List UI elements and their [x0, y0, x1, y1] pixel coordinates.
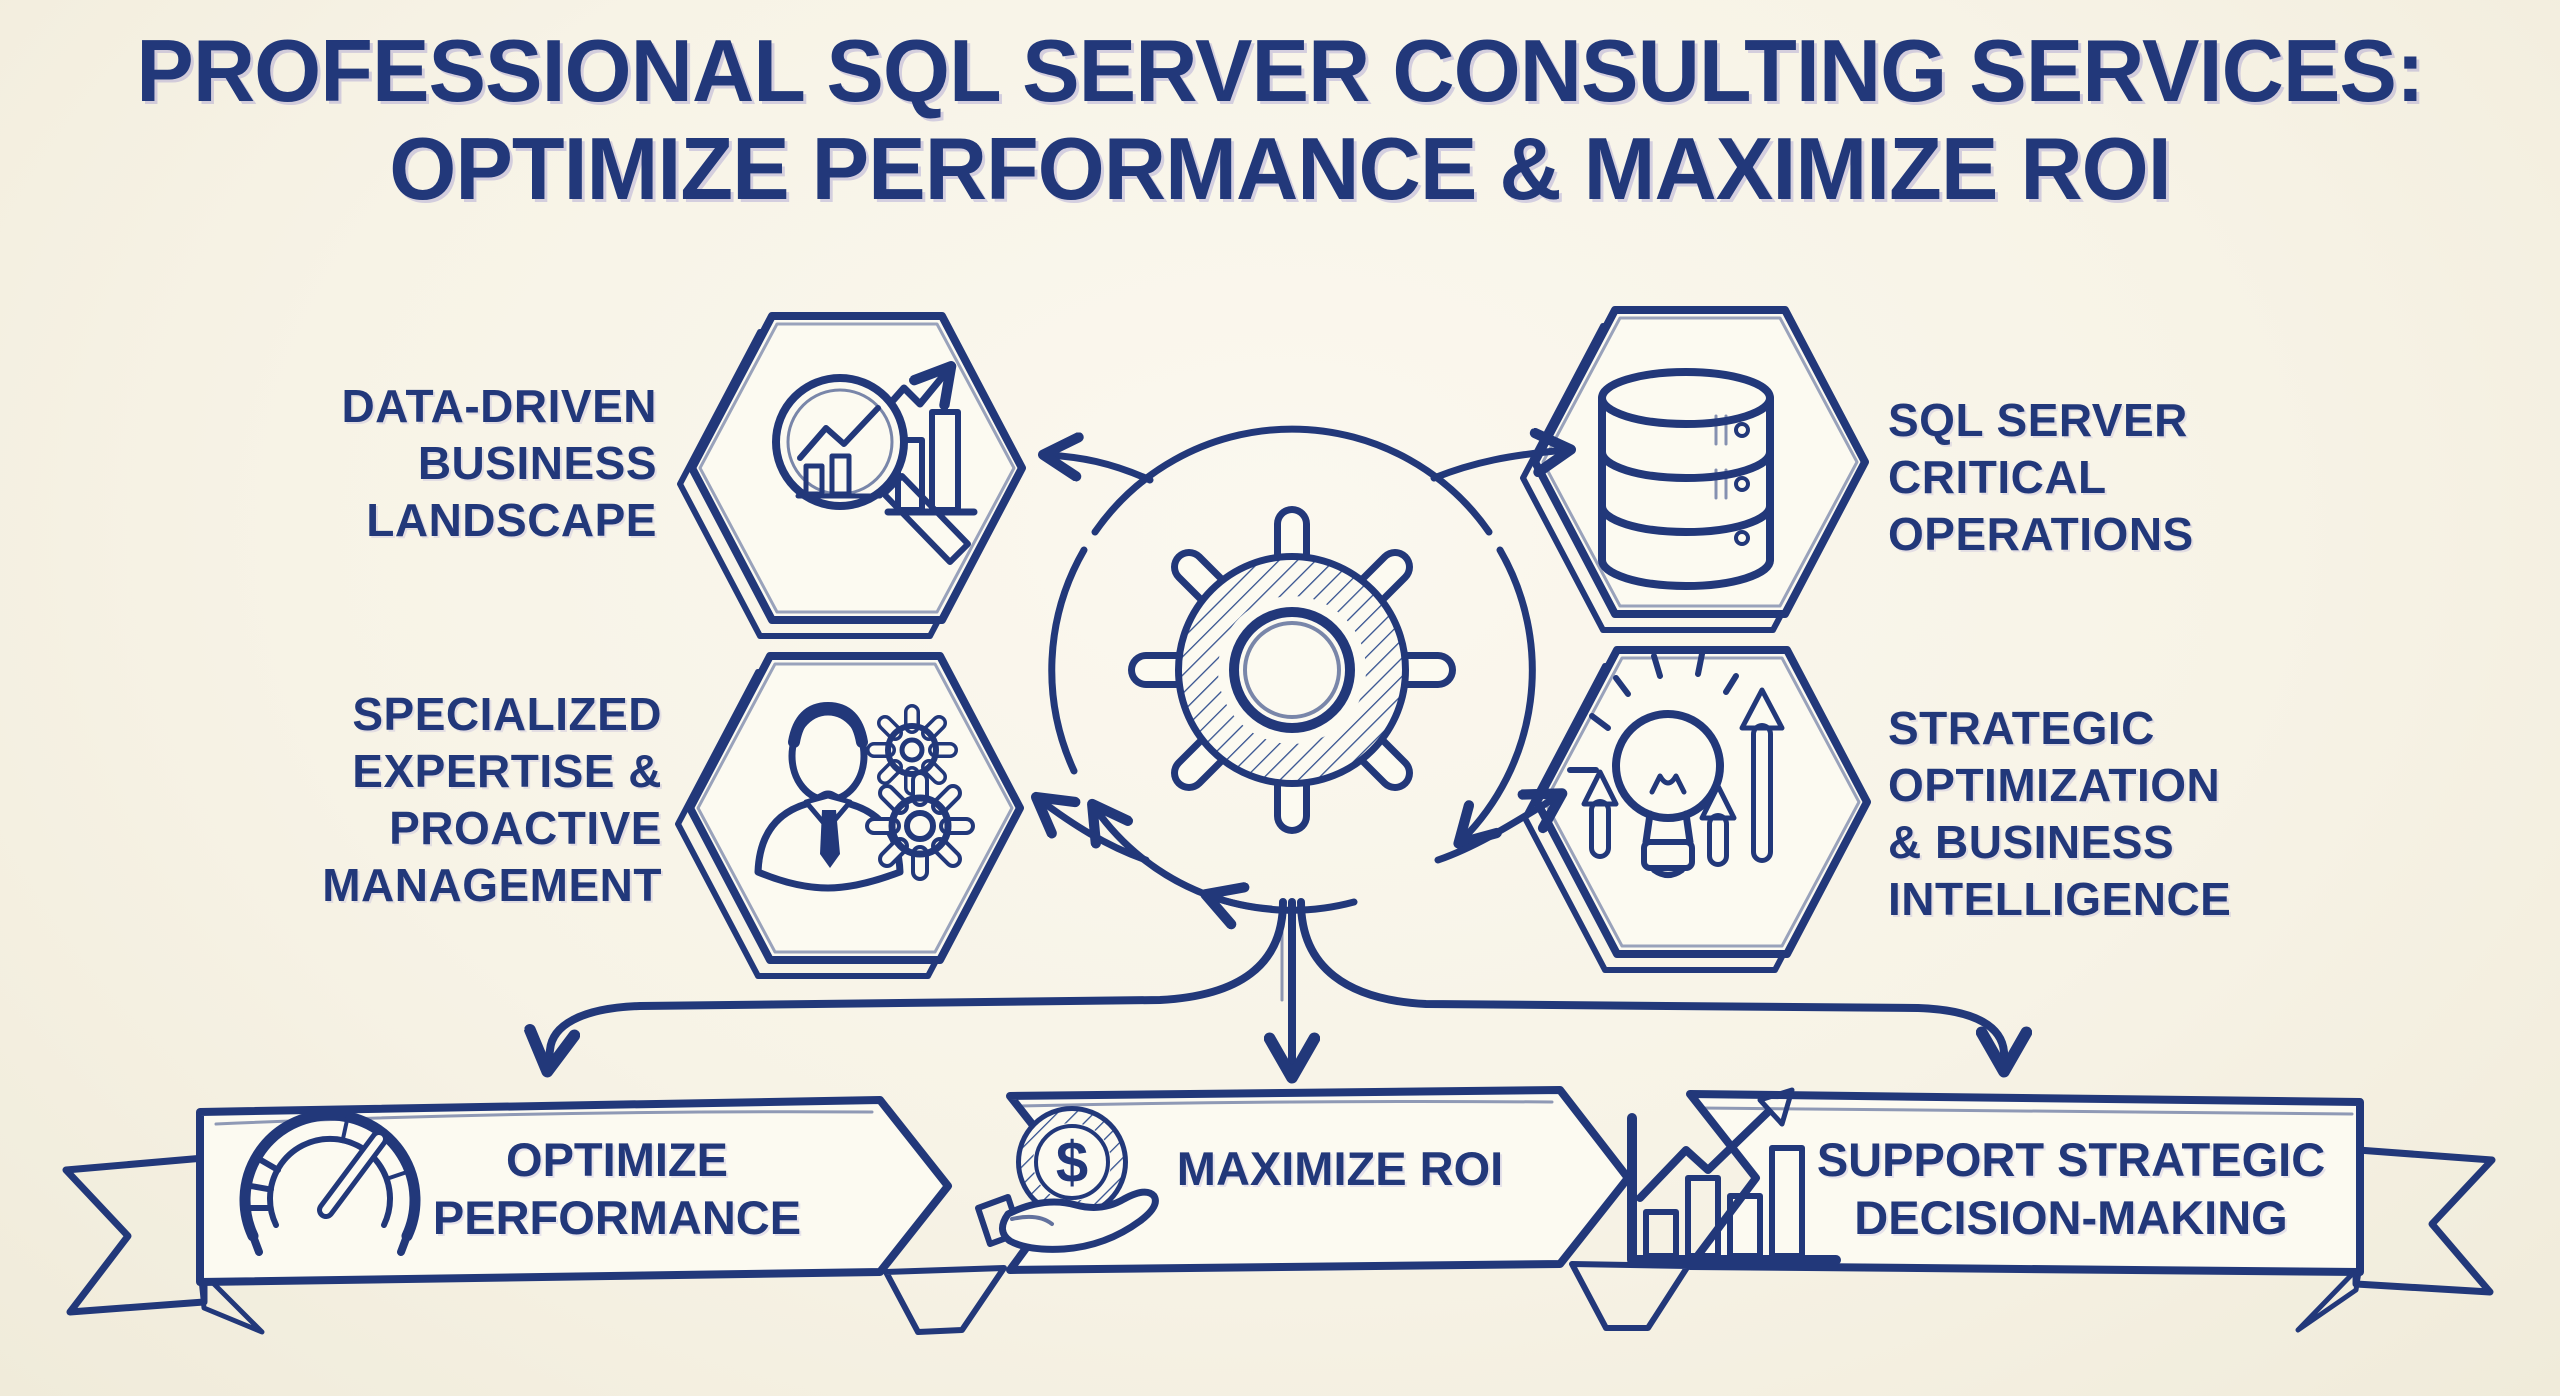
- title-line-1: PROFESSIONAL SQL SERVER CONSULTING SERVI…: [136, 21, 2424, 120]
- magnifier-chart-icon: [772, 370, 978, 565]
- ribbon-tail-left: [62, 1154, 208, 1316]
- banner-segment-optimize-performance: [196, 1096, 952, 1286]
- page-title: PROFESSIONAL SQL SERVER CONSULTING SERVI…: [26, 22, 2535, 218]
- arrow-to-specialized-expertise: [1040, 800, 1150, 864]
- lightbulb-growth-icon: [1567, 651, 1785, 878]
- database-icon: [1598, 368, 1774, 590]
- bar-chart-growth-icon: [1627, 1087, 1841, 1265]
- coin-hand-icon: $: [975, 1106, 1159, 1253]
- consultant-gears-icon: [754, 702, 975, 892]
- label-specialized-expertise: SPECIALIZED EXPERTISE & PROACTIVE MANAGE…: [322, 688, 662, 911]
- label-sql-server: SQL SERVER CRITICAL OPERATIONS: [1888, 394, 2194, 560]
- label-optimize-performance: OPTIMIZE PERFORMANCE: [432, 1133, 802, 1244]
- arrow-to-optimize-performance: [548, 898, 1287, 1066]
- label-decision-making: SUPPORT STRATEGIC DECISION-MAKING: [1816, 1133, 2326, 1244]
- dollar-glyph: $: [1056, 1130, 1088, 1195]
- label-strategic-optimization: STRATEGIC OPTIMIZATION & BUSINESS INTELL…: [1888, 702, 2232, 925]
- label-maximize-roi: MAXIMIZE ROI: [1176, 1142, 1504, 1195]
- arrow-to-decision-making: [1297, 898, 2004, 1066]
- arrow-to-sql-server: [1430, 450, 1566, 482]
- speedometer-icon: [239, 1109, 421, 1256]
- hexagon-data-driven: [677, 312, 1026, 639]
- hexagon-sql-server: [1520, 306, 1869, 633]
- arrow-to-strategic-optimization: [1434, 796, 1558, 864]
- ribbon-banner: $: [62, 1086, 2496, 1335]
- hexagon-strategic-optimization: [1522, 646, 1871, 973]
- title-line-2: OPTIMIZE PERFORMANCE & MAXIMIZE ROI: [389, 119, 2172, 218]
- label-data-driven: DATA-DRIVEN BUSINESS LANDSCAPE: [341, 380, 657, 546]
- gear-icon: [1128, 506, 1456, 834]
- hexagon-specialized-expertise: [675, 652, 1024, 979]
- arrow-to-data-driven: [1048, 455, 1154, 484]
- flow-arrows: [548, 425, 2004, 1072]
- banner-segment-decision-making: [1686, 1090, 2364, 1276]
